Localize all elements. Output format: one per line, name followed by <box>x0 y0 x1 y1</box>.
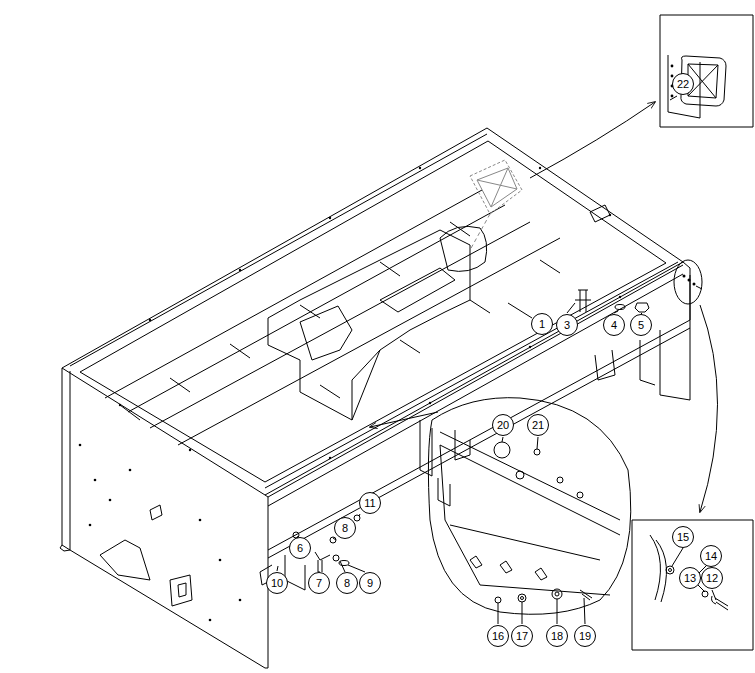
callout-number: 4 <box>603 314 625 336</box>
callout-number: 19 <box>574 625 596 647</box>
callout-number: 18 <box>546 625 568 647</box>
callout-number: 6 <box>289 537 311 559</box>
callout-number: 14 <box>700 545 722 567</box>
callout-number: 20 <box>492 414 514 436</box>
callout-number: 22 <box>672 73 694 95</box>
callout-number: 8 <box>336 572 358 594</box>
callout-number: 8 <box>334 517 356 539</box>
callout-number: 7 <box>308 572 330 594</box>
callout-number: 12 <box>701 567 723 589</box>
callout-number: 11 <box>359 492 381 514</box>
callout-number: 9 <box>359 572 381 594</box>
callout-number: 15 <box>672 526 694 548</box>
callout-number: 10 <box>266 572 288 594</box>
callout-number: 3 <box>556 314 578 336</box>
callout-number: 1 <box>531 313 553 335</box>
callout-number: 13 <box>679 567 701 589</box>
callout-number: 21 <box>527 414 549 436</box>
callout-number: 17 <box>511 625 533 647</box>
callout-number: 16 <box>487 625 509 647</box>
callout-number: 5 <box>630 314 652 336</box>
